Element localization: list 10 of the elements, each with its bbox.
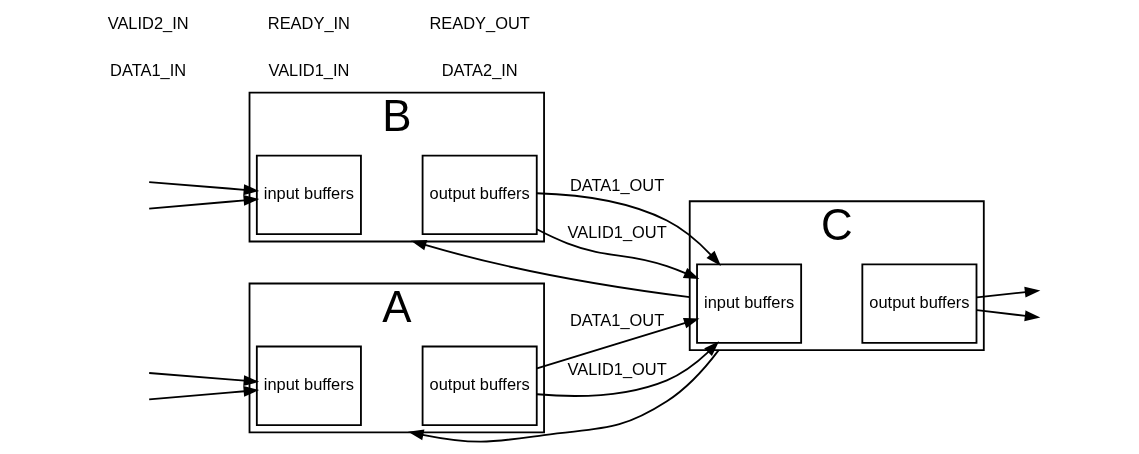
edge-label: VALID1_OUT — [567, 223, 667, 242]
edge-label: DATA1_OUT — [569, 310, 665, 329]
edge-label: VALID1_OUT — [567, 360, 667, 379]
edge-label: DATA1_OUT — [569, 175, 665, 194]
label: VALID2_IN — [107, 14, 189, 33]
label: READY_IN — [267, 14, 350, 33]
label: VALID1_IN — [268, 60, 350, 79]
label: DATA2_IN — [441, 60, 518, 79]
label: READY_OUT — [429, 14, 530, 33]
label: DATA1_IN — [110, 60, 187, 79]
